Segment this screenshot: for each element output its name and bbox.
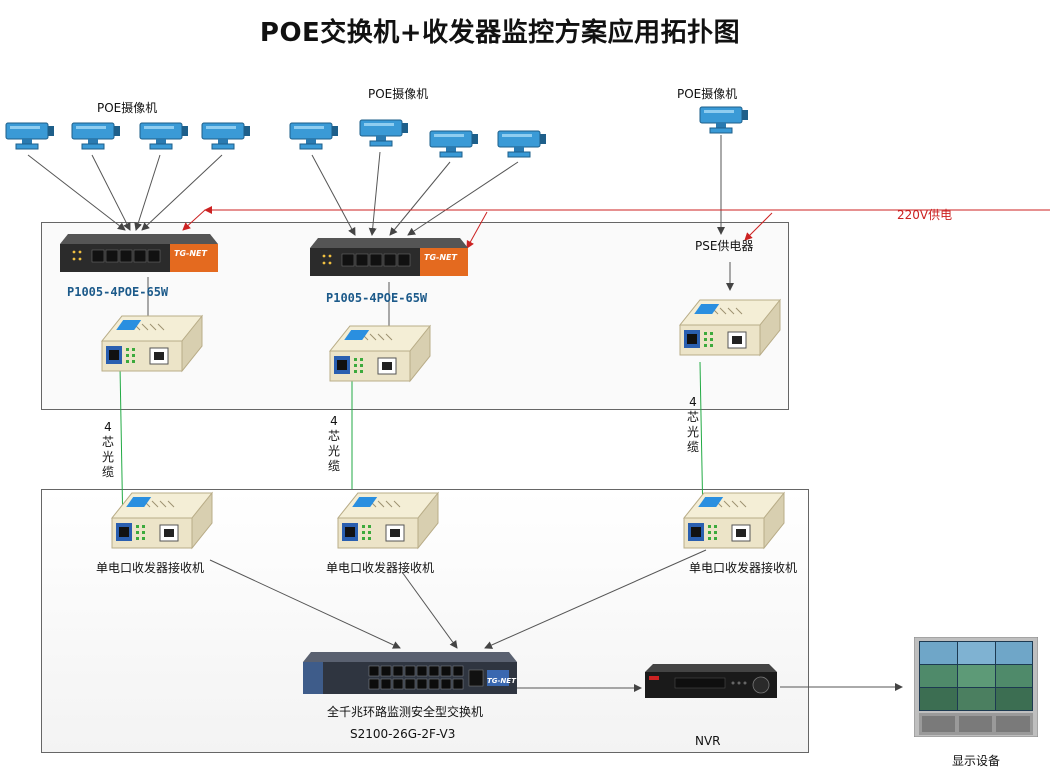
poe-switch-1-model: P1005-4POE-65W xyxy=(67,285,169,299)
display-wall xyxy=(914,637,1038,737)
nvr-device xyxy=(645,664,777,704)
diagram-title: POE交换机+收发器监控方案应用拓扑图 xyxy=(259,18,741,48)
poe-switch-1: TG-NET xyxy=(60,232,218,276)
receiver-links xyxy=(209,549,707,649)
core-switch-ports xyxy=(368,665,464,690)
camera-group3-label: POE摄像机 xyxy=(677,87,738,101)
core-switch-model: S2100-26G-2F-V3 xyxy=(350,727,456,741)
power-lines xyxy=(182,206,1050,249)
display-screens xyxy=(920,642,1032,710)
camera-group1-links xyxy=(27,154,223,231)
poe-switch-2-brand: TG-NET xyxy=(424,253,457,262)
poe-switch-1-brand: TG-NET xyxy=(174,249,207,258)
poe-switch-2-model: P1005-4POE-65W xyxy=(326,291,428,305)
core-switch-brand: TG-NET xyxy=(487,677,516,685)
core-switch: TG-NET xyxy=(303,652,517,696)
core-switch-name: 全千兆环路监测安全型交换机 xyxy=(327,705,484,719)
poe-switch-2: TG-NET xyxy=(310,236,468,280)
camera-group1-label: POE摄像机 xyxy=(97,101,158,115)
nvr-label: NVR xyxy=(695,734,721,748)
receiver-1-label: 单电口收发器接收机 xyxy=(96,561,205,575)
display-label: 显示设备 xyxy=(952,754,1001,768)
receiver-3-label: 单电口收发器接收机 xyxy=(689,561,798,575)
camera-group2-links xyxy=(311,151,519,236)
receiver-2-label: 单电口收发器接收机 xyxy=(326,561,435,575)
fiber-lines xyxy=(118,361,707,534)
pse-label: PSE供电器 xyxy=(695,239,754,253)
power-label: 220V供电 xyxy=(897,208,953,222)
camera-group2-label: POE摄像机 xyxy=(368,87,429,101)
